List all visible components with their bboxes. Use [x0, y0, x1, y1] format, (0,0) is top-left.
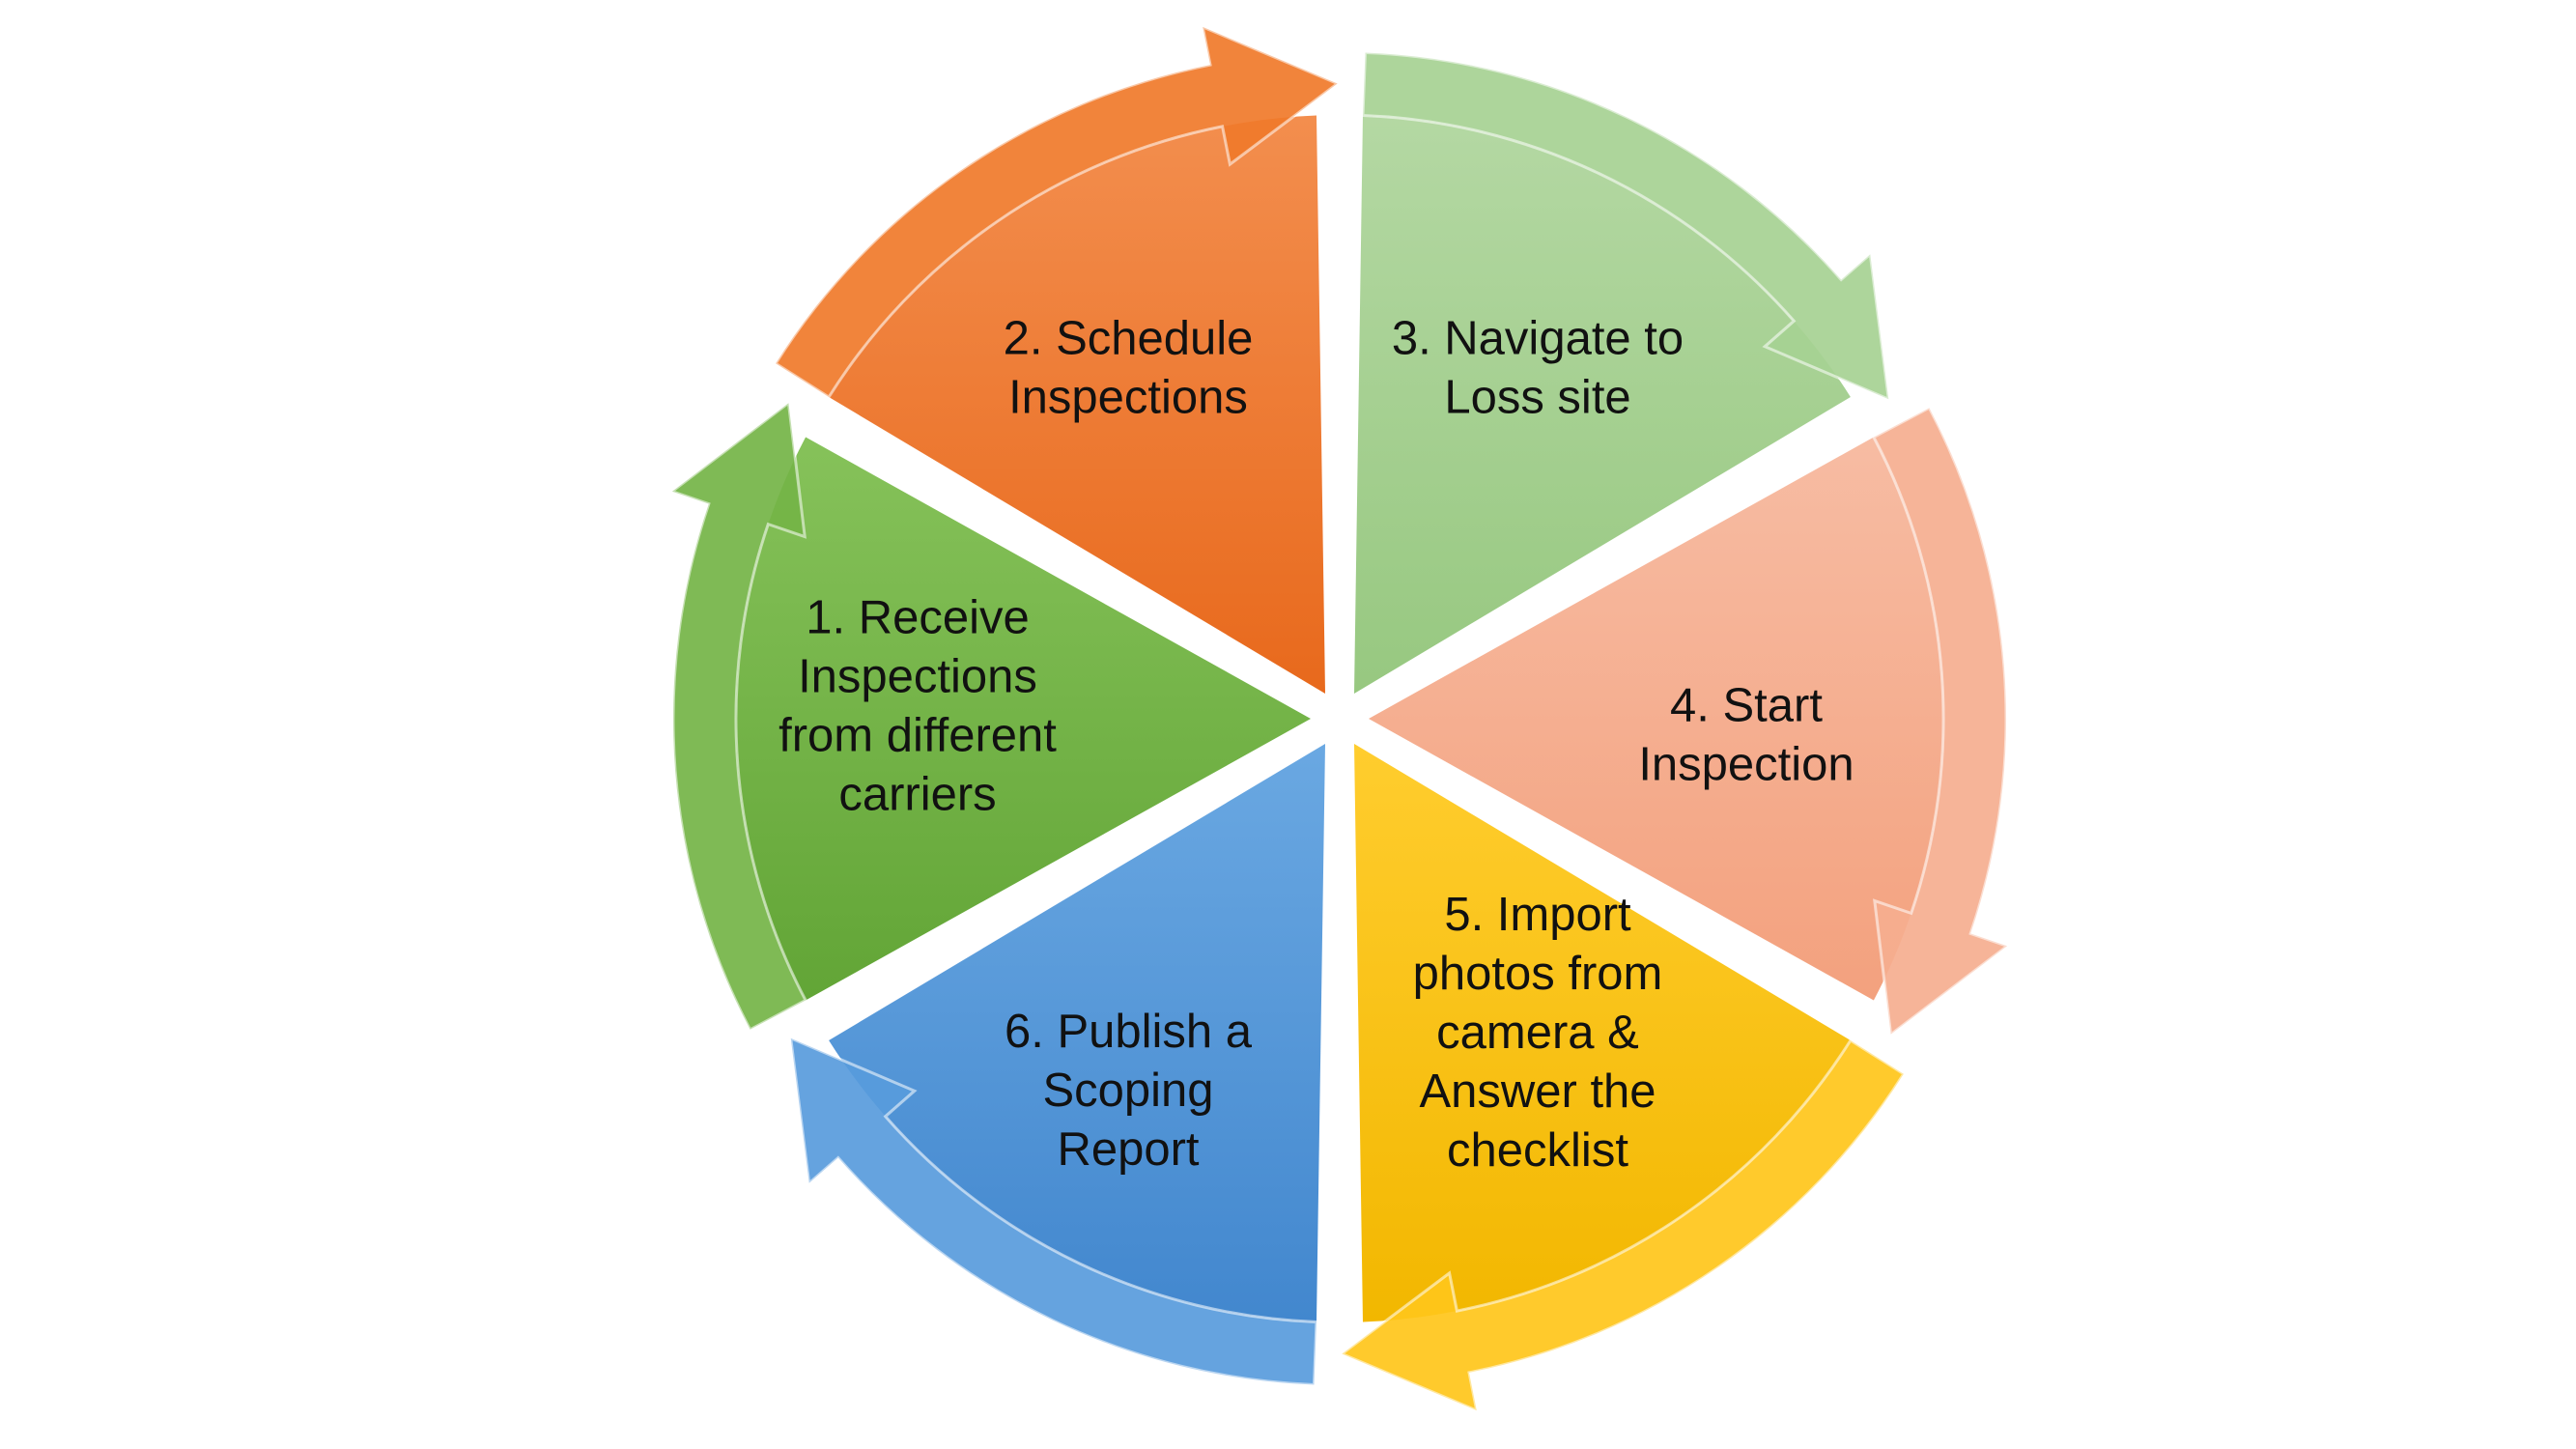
segment-wedge-schedule — [829, 115, 1325, 694]
segment-label-line: 4. Start — [1670, 680, 1823, 732]
segment-label-line: Loss site — [1444, 372, 1630, 424]
segment-import: 5. Import photos from camera & Answer the ch… — [1339, 744, 1906, 1413]
cycle-arrow-receive — [668, 400, 808, 1032]
segment-label-line: checklist — [1447, 1124, 1628, 1177]
segment-label-line: from different — [778, 710, 1057, 762]
cycle-arrow-start — [1871, 406, 2011, 1037]
cycle-arrow-import — [1339, 1037, 1906, 1413]
cycle-arrow-navigate — [1361, 50, 1891, 402]
segment-label-line: photos from — [1413, 948, 1663, 1000]
segment-wedge-receive — [735, 437, 1311, 1001]
cycle-arrow-schedule — [774, 24, 1341, 400]
segment-label-line: 3. Navigate to — [1392, 313, 1684, 365]
segment-label-line: Scoping — [1042, 1065, 1213, 1117]
segment-label-line: 1. Receive — [806, 592, 1030, 644]
cycle-arrow-publish — [788, 1036, 1318, 1387]
segment-wedge-navigate — [1354, 115, 1851, 694]
segment-label-navigate: 3. Navigate to Loss site — [1392, 313, 1684, 424]
segment-label-line: Answer the — [1419, 1065, 1656, 1118]
segment-label-line: 5. Import — [1444, 889, 1631, 941]
segment-navigate: 3. Navigate to Loss site — [1354, 50, 1891, 694]
segment-label-line: carriers — [838, 769, 996, 821]
segment-label-line: Inspections — [798, 651, 1037, 703]
segment-wedge-publish — [829, 744, 1325, 1322]
segment-label-import: 5. Import photos from camera & Answer the ch… — [1413, 889, 1663, 1177]
segment-label-line: Report — [1057, 1123, 1199, 1176]
segment-label-line: Inspections — [1008, 372, 1248, 424]
segment-label-line: 6. Publish a — [1005, 1006, 1253, 1058]
segment-wedge-start — [1369, 437, 1944, 1001]
segment-label-line: Inspection — [1638, 739, 1854, 791]
segment-wedge-import — [1354, 744, 1851, 1322]
segment-label-line: camera & — [1436, 1007, 1639, 1059]
segment-label-line: 2. Schedule — [1004, 313, 1254, 365]
